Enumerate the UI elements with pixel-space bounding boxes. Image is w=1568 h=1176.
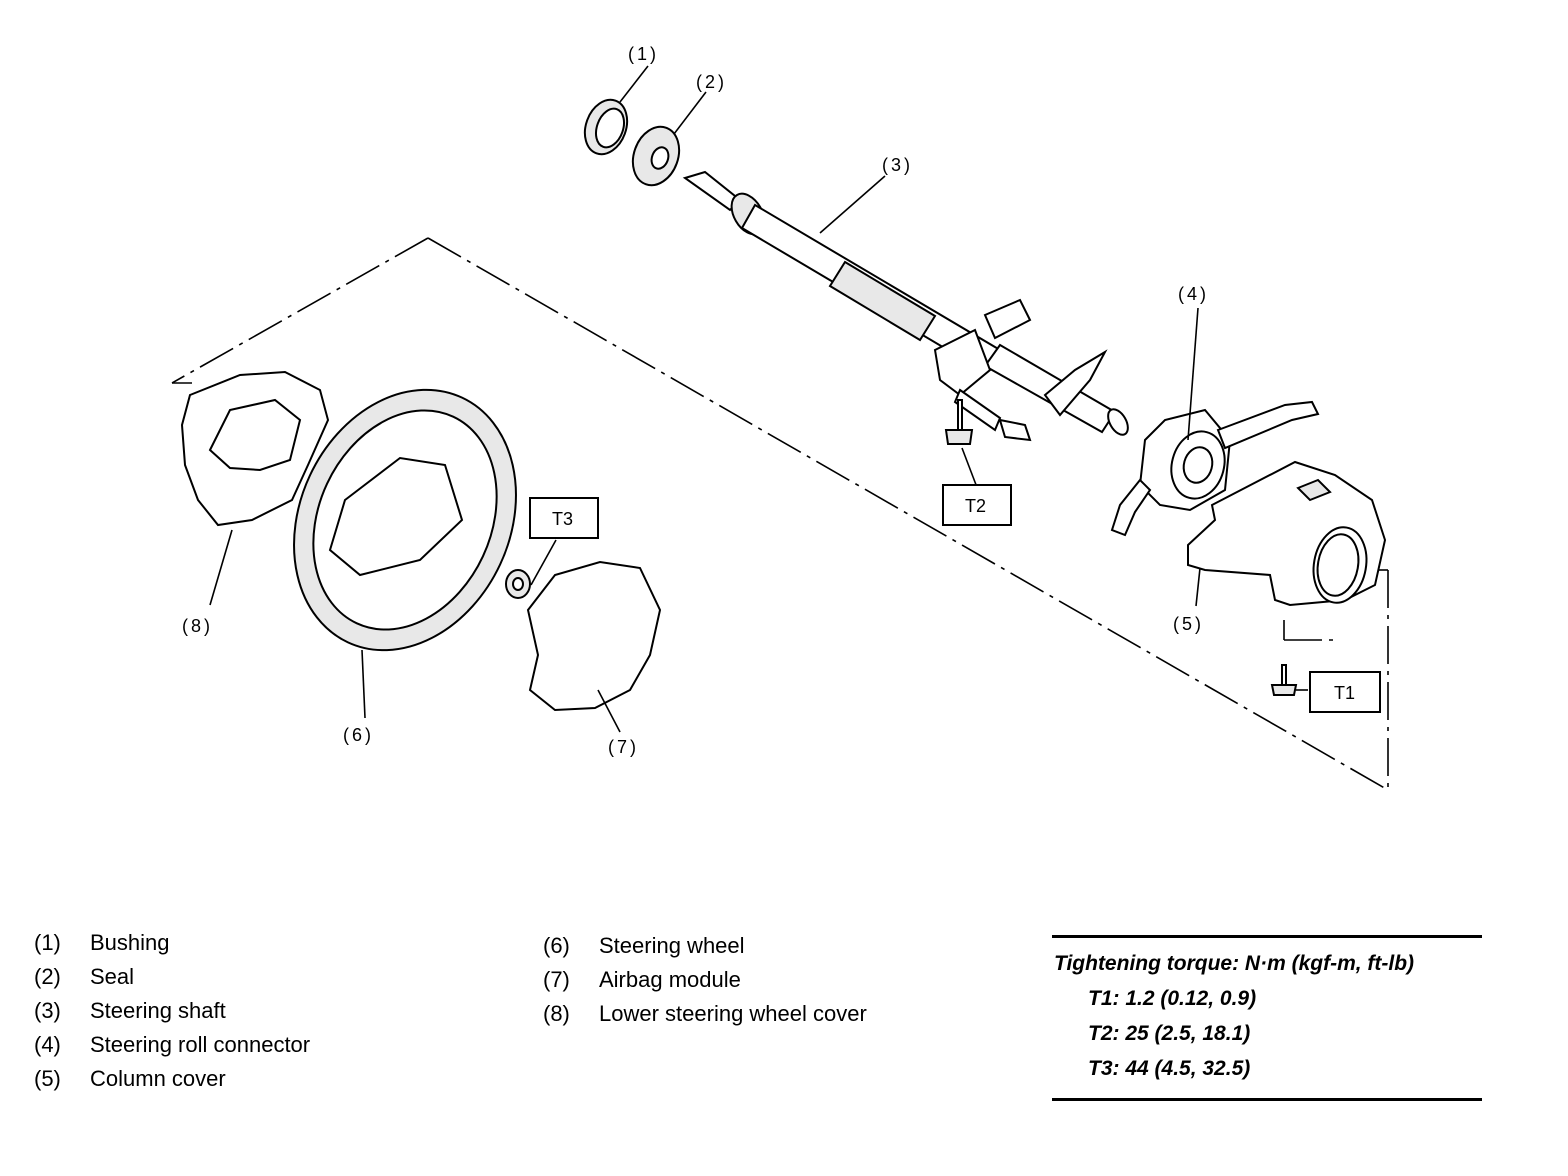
legend-number: (1) [34, 930, 61, 955]
legend-number: (6) [543, 933, 570, 958]
torque-table-title: Tightening torque: N·m (kgf-m, ft-lb) [1054, 952, 1415, 975]
callout-2: (2) [696, 72, 727, 92]
torque-value-t3: T3: 44 (4.5, 32.5) [1088, 1057, 1251, 1080]
torque-box-t3: T3 [529, 497, 599, 539]
column-cover-part [1187, 460, 1387, 607]
callout-1: (1) [628, 44, 659, 64]
callout-6: (6) [343, 725, 374, 745]
steering-wheel-part [293, 388, 517, 719]
legend-part-name: Column cover [90, 1066, 226, 1091]
legend-number: (5) [34, 1066, 61, 1091]
seal-part [631, 91, 707, 187]
steering-shaft-part [682, 170, 1129, 442]
legend-row-2: (2) Seal [34, 960, 310, 994]
steering-roll-connector-part [1110, 307, 1320, 537]
t2-bolt [944, 399, 979, 491]
callout-4: (4) [1178, 284, 1209, 304]
torque-box-t1: T1 [1309, 671, 1381, 713]
legend-part-name: Seal [90, 964, 135, 989]
callout-3: (3) [882, 155, 913, 175]
lower-steering-wheel-cover-part [180, 370, 330, 606]
legend-row-1: (1) Bushing [34, 926, 310, 960]
legend-row-6: (6) Steering wheel [543, 929, 867, 963]
torque-box-t3-label: T3 [552, 509, 573, 529]
legend-number: (2) [34, 964, 61, 989]
legend-part-name: Steering wheel [599, 933, 745, 958]
legend-part-name: Steering roll connector [90, 1032, 311, 1057]
legend-part-name: Airbag module [599, 967, 741, 992]
legend-part-name: Steering shaft [90, 998, 226, 1023]
callout-8: (8) [182, 616, 213, 636]
torque-box-t2: T2 [942, 484, 1012, 526]
callout-7: (7) [608, 737, 639, 757]
tightening-torque-table: Tightening torque: N·m (kgf-m, ft-lb) T1… [1052, 935, 1482, 1101]
torque-value-t2: T2: 25 (2.5, 18.1) [1088, 1022, 1251, 1045]
assembly-dash-frame [171, 237, 1389, 791]
legend-row-8: (8) Lower steering wheel cover [543, 997, 867, 1031]
parts-legend-left: (1) Bushing (2) Seal (3) Steering shaft … [34, 926, 310, 1096]
torque-box-t1-label: T1 [1334, 683, 1355, 703]
legend-number: (8) [543, 1001, 570, 1026]
parts-legend-right: (6) Steering wheel (7) Airbag module (8)… [543, 929, 867, 1031]
callout-5: (5) [1173, 614, 1204, 634]
legend-row-7: (7) Airbag module [543, 963, 867, 997]
legend-number: (7) [543, 967, 570, 992]
airbag-module-part [526, 560, 662, 733]
legend-row-5: (5) Column cover [34, 1062, 310, 1096]
legend-row-4: (4) Steering roll connector [34, 1028, 310, 1062]
legend-row-3: (3) Steering shaft [34, 994, 310, 1028]
legend-number: (4) [34, 1032, 61, 1057]
bushing-part [583, 65, 649, 156]
torque-box-t2-label: T2 [965, 496, 986, 516]
exploded-parts-diagram: (1) (2) (3) (4) (5) (6) (7) (8) T3 T2 T1 [171, 44, 1389, 791]
legend-number: (3) [34, 998, 61, 1023]
t1-screw [1270, 664, 1308, 696]
torque-value-t1: T1: 1.2 (0.12, 0.9) [1088, 987, 1257, 1010]
t3-nut [505, 539, 557, 599]
legend-part-name: Bushing [90, 930, 170, 955]
legend-part-name: Lower steering wheel cover [599, 1001, 867, 1026]
